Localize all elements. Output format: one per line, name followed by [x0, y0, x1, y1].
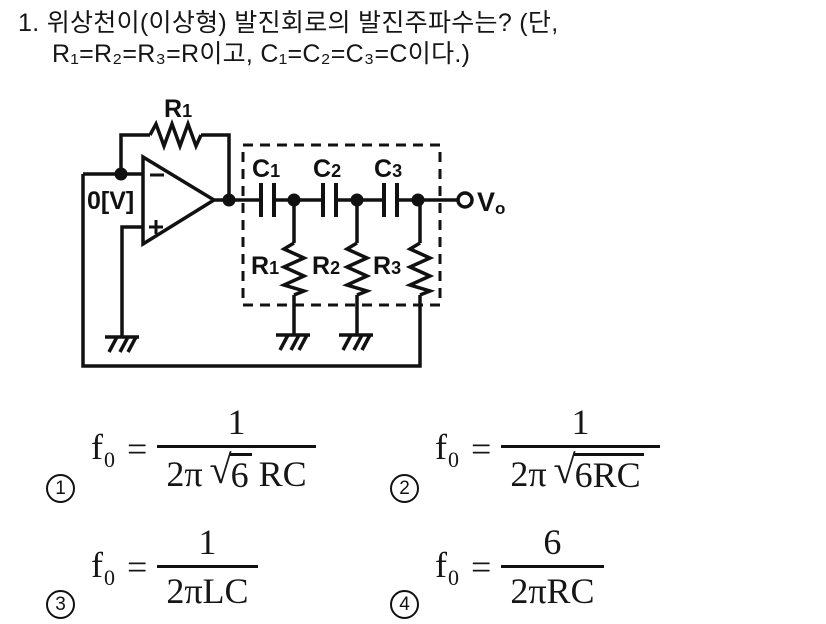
node2-dot	[350, 193, 364, 207]
ground-icon	[339, 333, 373, 351]
r2-zigzag	[342, 241, 373, 297]
feedback-wire-left	[119, 133, 150, 173]
capacitor-c1-label: C1	[252, 155, 280, 183]
option-1-denominator: 2π √6 RC	[157, 444, 316, 495]
opamp-plus-icon	[149, 220, 163, 234]
output-voltage-label: Vo	[477, 187, 505, 218]
answer-option-3[interactable]: 3 f0 = 1 2πLC	[46, 522, 258, 619]
option-3-denominator: 2πLC	[157, 564, 258, 611]
opamp-input-signs	[149, 173, 164, 234]
option-1-number[interactable]: 1	[46, 473, 75, 503]
resistor-r1-label: R1	[251, 252, 279, 280]
option-3-lhs: f0	[91, 544, 115, 590]
r3-zigzag	[405, 241, 436, 297]
output-node-dot	[222, 193, 236, 207]
answer-option-1[interactable]: 1 f0 = 1 2π √6 RC	[46, 402, 316, 503]
option-2-fraction: 1 2π √6RC	[501, 402, 660, 495]
option-1-equals: =	[127, 429, 148, 470]
option-3-equals: =	[127, 547, 148, 588]
outer-feedback-wire	[81, 174, 422, 368]
inverting-node-dot	[114, 167, 128, 181]
noninverting-input-wire	[120, 225, 143, 337]
option-1-lhs: f0	[91, 426, 115, 472]
answer-option-2[interactable]: 2 f0 = 1 2π √6RC	[390, 402, 660, 503]
node3-dot	[411, 193, 425, 207]
sqrt-expression: √6	[209, 446, 252, 495]
option-4-denominator: 2πRC	[501, 564, 604, 611]
resistor-r2-label: R2	[312, 252, 340, 280]
opamp-triangle	[141, 153, 218, 248]
ground-icon	[105, 335, 139, 353]
ground-symbols	[105, 333, 373, 353]
output-terminal-circle	[456, 191, 474, 209]
sqrt-expression: √6RC	[553, 446, 644, 495]
option-3-number[interactable]: 3	[46, 589, 75, 619]
option-4-fraction: 6 2πRC	[501, 522, 604, 611]
option-2-number[interactable]: 2	[390, 473, 419, 503]
feedback-resistor-label: R1	[164, 95, 192, 123]
feedback-resistor-zigzag	[148, 118, 203, 152]
option-3-numerator: 1	[198, 522, 217, 562]
option-4-lhs: f0	[435, 544, 459, 590]
option-3-fraction: 1 2πLC	[157, 522, 258, 611]
c1-plates	[259, 183, 276, 217]
junction-dots	[114, 167, 425, 207]
question-line-1: 1. 위상천이(이상형) 발진회로의 발진주파수는? (단,	[18, 9, 559, 37]
option-2-denominator: 2π √6RC	[501, 444, 660, 495]
resistor-r3-label: R3	[373, 252, 401, 280]
c3-plates	[382, 183, 399, 217]
r1-zigzag	[279, 241, 310, 297]
rc-network-dashed-box	[241, 143, 442, 307]
question-text: 1. 위상천이(이상형) 발진회로의 발진주파수는? (단, R₁=R₂=R₃=…	[18, 8, 618, 70]
option-4-number[interactable]: 4	[390, 589, 419, 619]
input-voltage-label: 0[V]	[87, 187, 134, 215]
ground-icon	[276, 333, 310, 351]
option-1-numerator: 1	[227, 402, 246, 442]
radical-sign: √	[553, 446, 576, 492]
capacitor-c3-label: C3	[374, 155, 402, 183]
option-2-equals: =	[471, 429, 492, 470]
capacitor-c2-label: C2	[313, 155, 341, 183]
c2-plates	[321, 183, 338, 217]
radical-sign: √	[209, 446, 232, 492]
feedback-wire-right	[201, 133, 231, 199]
node1-dot	[287, 193, 301, 207]
answer-option-4[interactable]: 4 f0 = 6 2πRC	[390, 522, 604, 619]
option-1-fraction: 1 2π √6 RC	[157, 402, 316, 495]
option-2-numerator: 1	[571, 402, 590, 442]
option-4-numerator: 6	[543, 522, 562, 562]
option-2-lhs: f0	[435, 426, 459, 472]
question-line-2: R₁=R₂=R₃=R이고, C₁=C₂=C₃=C이다.)	[52, 40, 471, 68]
option-4-equals: =	[471, 547, 492, 588]
